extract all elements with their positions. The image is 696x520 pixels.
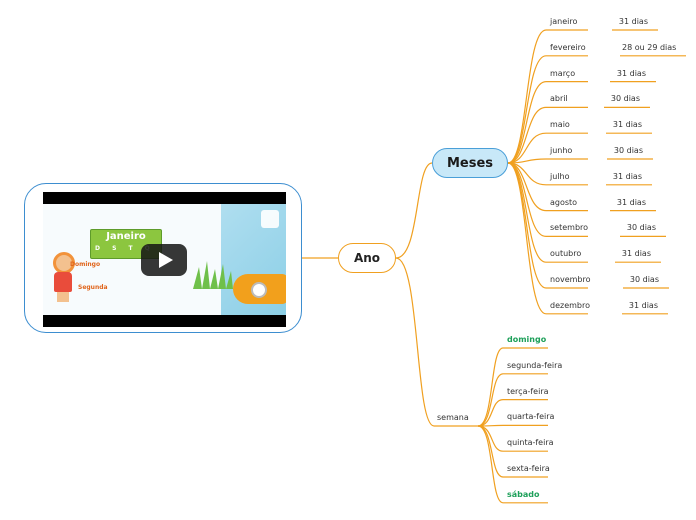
weekday-topic[interactable]: domingo — [507, 335, 547, 344]
month-sign-title: Janeiro — [106, 231, 146, 242]
month-days-label: 28 ou 29 dias — [622, 42, 677, 52]
month-days-label: 31 dias — [628, 300, 658, 310]
weekday-topic[interactable]: sábado — [507, 489, 540, 499]
month-days-label: 31 dias — [621, 249, 651, 259]
month-topic[interactable]: julho — [550, 171, 570, 181]
month-days-label: 31 dias — [612, 171, 642, 181]
video-player[interactable]: Janeiro D S T Q Domingo Segunda — [43, 192, 286, 327]
label-segunda: Segunda — [78, 284, 108, 291]
root-node-ano[interactable]: Ano — [338, 243, 396, 273]
month-days-label: 30 dias — [610, 94, 640, 104]
month-topic[interactable]: março — [550, 68, 576, 78]
week-letters: D S T Q — [95, 245, 155, 252]
child-body-illustration — [54, 272, 72, 292]
month-topic[interactable]: novembro — [550, 275, 591, 284]
weekday-topic[interactable]: terça-feira — [507, 386, 549, 396]
play-icon[interactable] — [159, 252, 173, 268]
month-days-label: 30 dias — [613, 146, 643, 155]
semana-node[interactable]: semana — [437, 413, 469, 422]
month-days-label: 30 dias — [629, 275, 659, 284]
month-topic[interactable]: janeiro — [550, 17, 578, 26]
month-topic[interactable]: abril — [550, 94, 568, 104]
month-topic[interactable]: agosto — [550, 197, 578, 207]
meses-node[interactable]: Meses — [432, 148, 508, 178]
root-node-label: Ano — [353, 251, 381, 265]
month-topic[interactable]: junho — [550, 146, 573, 155]
month-days-label: 31 dias — [616, 68, 646, 78]
logo-icon — [261, 210, 279, 228]
month-topic[interactable]: setembro — [550, 223, 589, 233]
month-topic[interactable]: outubro — [550, 249, 582, 259]
grass-illustration — [193, 261, 233, 289]
month-topic[interactable]: fevereiro — [550, 42, 586, 52]
month-days-label: 31 dias — [612, 120, 642, 130]
month-topic[interactable]: maio — [550, 120, 570, 130]
weekday-topic[interactable]: quarta-feira — [507, 412, 555, 422]
meses-node-label: Meses — [446, 155, 494, 171]
submarine-window — [251, 282, 267, 298]
weekday-topic[interactable]: quinta-feira — [507, 438, 554, 448]
child-legs-illustration — [57, 292, 69, 302]
label-domingo: Domingo — [70, 261, 101, 268]
video-card[interactable]: Janeiro D S T Q Domingo Segunda — [24, 183, 302, 333]
month-days-label: 31 dias — [618, 17, 648, 26]
month-days-label: 30 dias — [626, 223, 656, 233]
weekday-topic[interactable]: segunda-feira — [507, 360, 563, 370]
semana-label: semana — [437, 413, 469, 422]
weekday-topic[interactable]: sexta-feira — [507, 464, 550, 473]
month-topic[interactable]: dezembro — [550, 300, 590, 310]
month-days-label: 31 dias — [616, 197, 646, 207]
